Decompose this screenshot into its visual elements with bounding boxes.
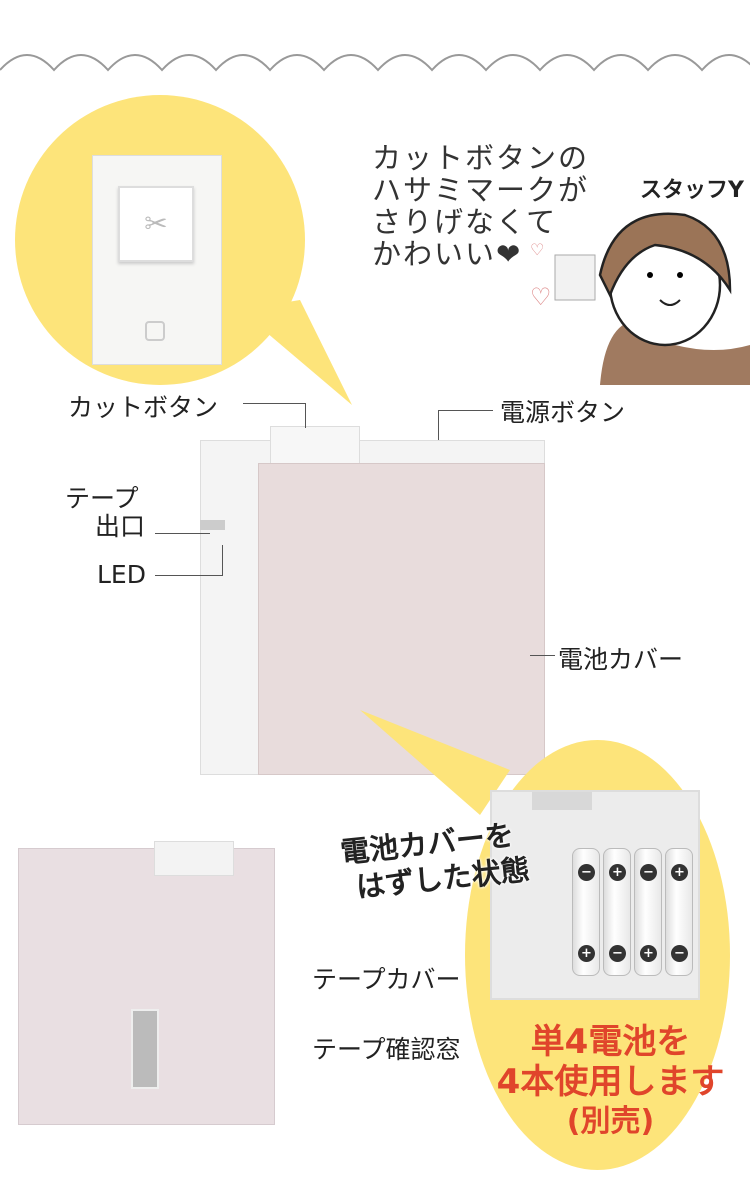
label-led: LED	[97, 560, 146, 589]
cut-button[interactable]	[270, 426, 360, 466]
cut-button-closeup: ✂	[92, 155, 222, 365]
scalloped-border	[0, 54, 750, 72]
printer-side-view	[18, 841, 275, 1125]
tape-window	[131, 1009, 159, 1089]
zoom-pointer	[240, 300, 352, 405]
label-battery-cover: 電池カバー	[558, 645, 684, 674]
svg-text:♡: ♡	[530, 283, 552, 311]
battery-compartment: −+ +− −+ +−	[490, 790, 700, 1000]
label-cut-button: カットボタン	[68, 393, 219, 422]
battery-cover	[258, 463, 545, 775]
staff-illustration: ♡♡	[530, 212, 750, 385]
label-power-button: 電源ボタン	[500, 398, 626, 427]
comment-line: カットボタンの	[372, 141, 590, 175]
comment-line: かわいい❤	[372, 237, 523, 271]
comment-line: ハサミマークが	[372, 173, 590, 207]
battery-pointer	[360, 710, 510, 815]
label-tape-cover: テープカバー	[312, 965, 461, 994]
power-icon	[145, 321, 165, 341]
battery-note: 単4電池を 4本使用します (別売)	[496, 1022, 725, 1139]
staff-name: スタッフY	[640, 178, 744, 203]
scissors-icon: ✂	[118, 186, 194, 262]
label-tape-exit: テープ出口	[65, 484, 146, 541]
svg-text:♡: ♡	[530, 240, 544, 259]
tape-exit	[200, 520, 225, 530]
label-tape-window: テープ確認窓	[312, 1035, 461, 1064]
comment-line: さりげなくて	[372, 205, 558, 239]
